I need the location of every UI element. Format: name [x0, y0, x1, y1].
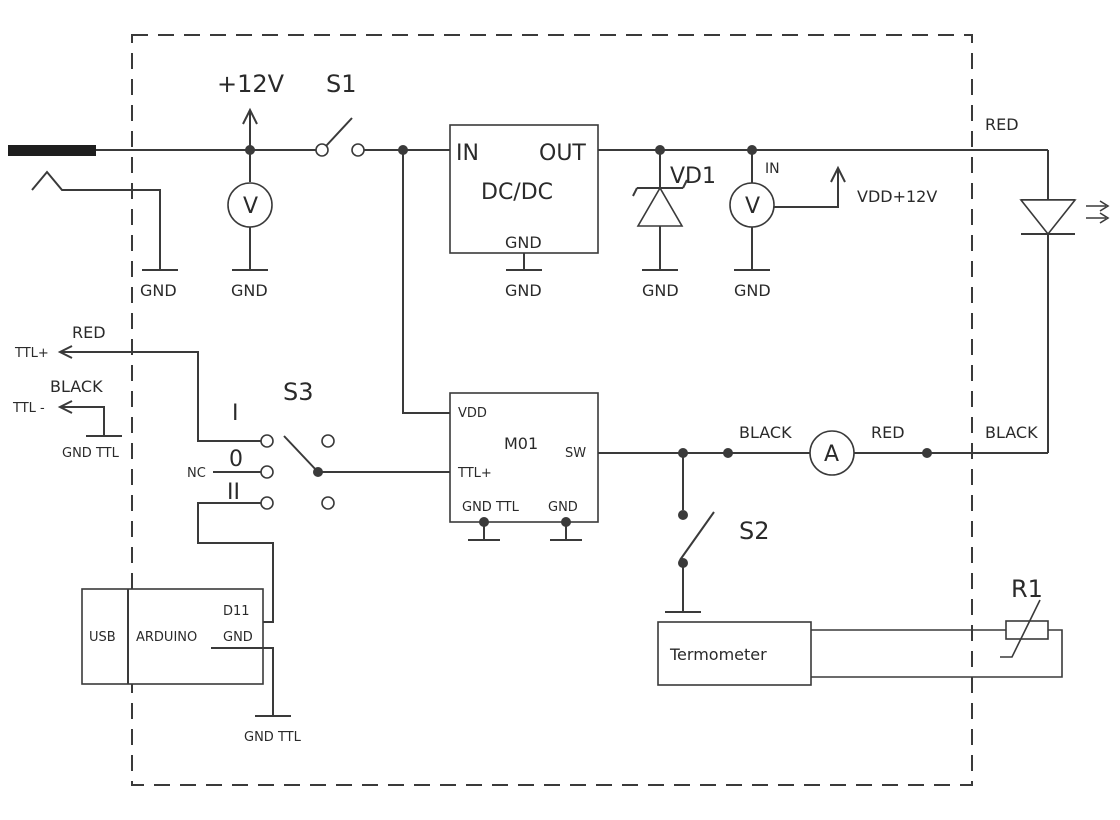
label-pos-0: 0: [229, 447, 243, 472]
label-s2: S2: [739, 517, 770, 545]
label-gnd-ttl-top: GND TTL: [62, 446, 120, 461]
enclosure-boundary: [131, 34, 973, 786]
wire-arduino-gnd: [211, 647, 274, 716]
label-ttl-red: RED: [72, 323, 106, 342]
label-voltmeter-input: V: [243, 194, 258, 219]
resistor-r1: [811, 599, 1063, 678]
label-nc: NC: [187, 466, 206, 481]
label-m01-vdd: VDD: [458, 406, 487, 421]
label-s3: S3: [283, 378, 314, 406]
label-d11: D11: [223, 604, 250, 619]
label-pos-i: I: [232, 401, 239, 426]
label-vd1: VD1: [670, 164, 716, 189]
dc-jack: [8, 145, 178, 271]
label-gnd-ttl-bottom: GND TTL: [244, 730, 302, 745]
diode-vd1: [632, 150, 688, 271]
label-pos-ii: II: [227, 480, 240, 505]
label-meter-in: IN: [765, 161, 780, 177]
label-m01-name: M01: [504, 434, 538, 453]
label-m01-sw: SW: [565, 446, 586, 461]
label-arduino-gnd: GND: [223, 630, 253, 645]
label-dcdc-out: OUT: [539, 141, 586, 166]
label-gnd-vout: GND: [734, 281, 771, 300]
label-gnd-dcdc: GND: [505, 281, 542, 300]
label-plus12v: +12V: [217, 70, 285, 98]
voltmeter-output: [729, 150, 846, 271]
label-dcdc-gnd: GND: [505, 233, 542, 252]
label-r1: R1: [1011, 575, 1043, 603]
label-led-red: RED: [985, 115, 1019, 134]
label-vdd12: VDD+12V: [857, 187, 937, 206]
switch-s2: [665, 453, 715, 613]
label-sw-red: RED: [871, 423, 905, 442]
label-s1: S1: [326, 70, 357, 98]
switch-s1: [315, 117, 365, 157]
label-m01-gnd: GND: [548, 500, 578, 515]
label-usb: USB: [89, 630, 116, 645]
label-ttl-minus: TTL -: [12, 401, 45, 416]
switch-s3: [260, 434, 450, 510]
label-gnd-jack: GND: [140, 281, 177, 300]
label-gnd-vd1: GND: [642, 281, 679, 300]
termometer-box: [657, 621, 812, 686]
dcdc-converter: [449, 124, 599, 271]
label-ammeter: A: [824, 442, 839, 467]
label-termometer: Termometer: [669, 645, 767, 664]
wire-vdd-to-m01: [402, 150, 450, 414]
wire-ttl-red: [60, 351, 261, 442]
label-gnd-vin: GND: [231, 281, 268, 300]
label-m01-ttl: TTL+: [457, 466, 492, 481]
label-led-black: BLACK: [985, 423, 1038, 442]
label-sw-black: BLACK: [739, 423, 792, 442]
label-ttl-black: BLACK: [50, 377, 103, 396]
label-m01-gndttl: GND TTL: [462, 500, 520, 515]
voltmeter-input: [227, 150, 273, 271]
module-m01: [449, 392, 599, 541]
label-dcdc-in: IN: [456, 141, 479, 166]
label-voltmeter-output: V: [745, 194, 760, 219]
wire-ttl-black: [60, 406, 105, 436]
led-indicator: [1019, 150, 1110, 453]
label-dcdc-title: DC/DC: [481, 180, 553, 205]
arduino-board: [81, 588, 264, 685]
label-arduino: ARDUINO: [136, 630, 197, 645]
label-ttl-plus: TTL+: [14, 346, 49, 361]
plus12v-arrow: [242, 107, 258, 150]
